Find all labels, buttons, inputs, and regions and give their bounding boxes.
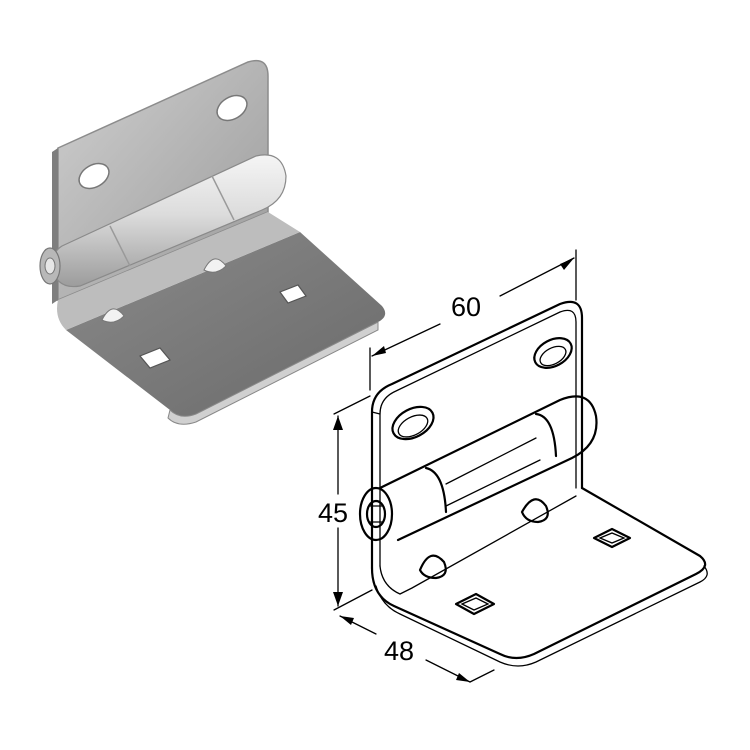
shaded-hinge-render	[39, 59, 386, 425]
dimension-depth: 48	[339, 615, 495, 683]
line-slot-left-inner	[397, 414, 429, 438]
line-square-hole-front-inner	[460, 597, 490, 611]
line-pin-slot	[369, 505, 383, 523]
line-knuckle-shade	[445, 459, 541, 507]
dim-width-arrow-left	[372, 346, 386, 356]
dim-height-ext-top	[333, 395, 371, 415]
line-square-hole-back-inner	[598, 532, 626, 544]
line-pin-end	[358, 486, 394, 542]
dim-height-ext-bottom	[333, 589, 373, 611]
line-bump-front	[418, 554, 447, 580]
dim-height-arrow-bottom	[333, 592, 343, 606]
shaded-slot-right	[216, 94, 248, 122]
line-back-plate	[370, 300, 584, 570]
shaded-base-plate	[66, 232, 386, 417]
dimension-height: 45	[318, 395, 373, 611]
dimension-width: 60	[369, 249, 577, 391]
line-bump-back	[520, 498, 549, 524]
shaded-bend	[57, 212, 300, 330]
dim-width-arrow-right	[560, 258, 574, 270]
line-plate-thickness	[371, 411, 381, 415]
dim-height-arrow-top	[333, 416, 343, 430]
line-slot-right	[533, 337, 573, 369]
line-knuckle-segment-1	[424, 466, 448, 514]
shaded-bump-back	[203, 258, 227, 273]
line-drawing-hinge: 60 45 48	[318, 249, 708, 683]
shaded-pin-core	[44, 257, 56, 275]
line-knuckle-highlight	[445, 437, 537, 485]
line-pin-core	[365, 499, 387, 529]
shaded-bump-front	[101, 308, 125, 323]
dim-width-label: 60	[451, 292, 481, 322]
shaded-slot-left	[78, 162, 110, 190]
shaded-square-hole-back	[279, 284, 307, 304]
dim-depth-arrow-right	[456, 673, 470, 682]
shaded-knuckle-joint-2	[211, 175, 235, 221]
line-back-plate-inner	[379, 309, 577, 567]
line-square-hole-back	[592, 527, 632, 549]
dim-height-label: 45	[318, 498, 348, 528]
line-slot-left	[391, 405, 435, 441]
line-square-hole-front	[454, 592, 496, 616]
line-knuckle-segment-2	[534, 412, 558, 458]
line-knuckle	[378, 395, 598, 542]
shaded-square-hole-front	[139, 347, 171, 369]
dim-depth-arrow-left	[340, 616, 354, 625]
line-base-plate-edge	[375, 565, 708, 667]
shaded-knuckle-joint-1	[109, 225, 131, 267]
line-slot-right-inner	[539, 345, 567, 367]
shaded-base-edge	[167, 321, 379, 425]
dim-depth-ext-right	[469, 669, 495, 683]
line-base-inner-bend	[379, 495, 577, 595]
dim-depth-label: 48	[384, 636, 414, 666]
